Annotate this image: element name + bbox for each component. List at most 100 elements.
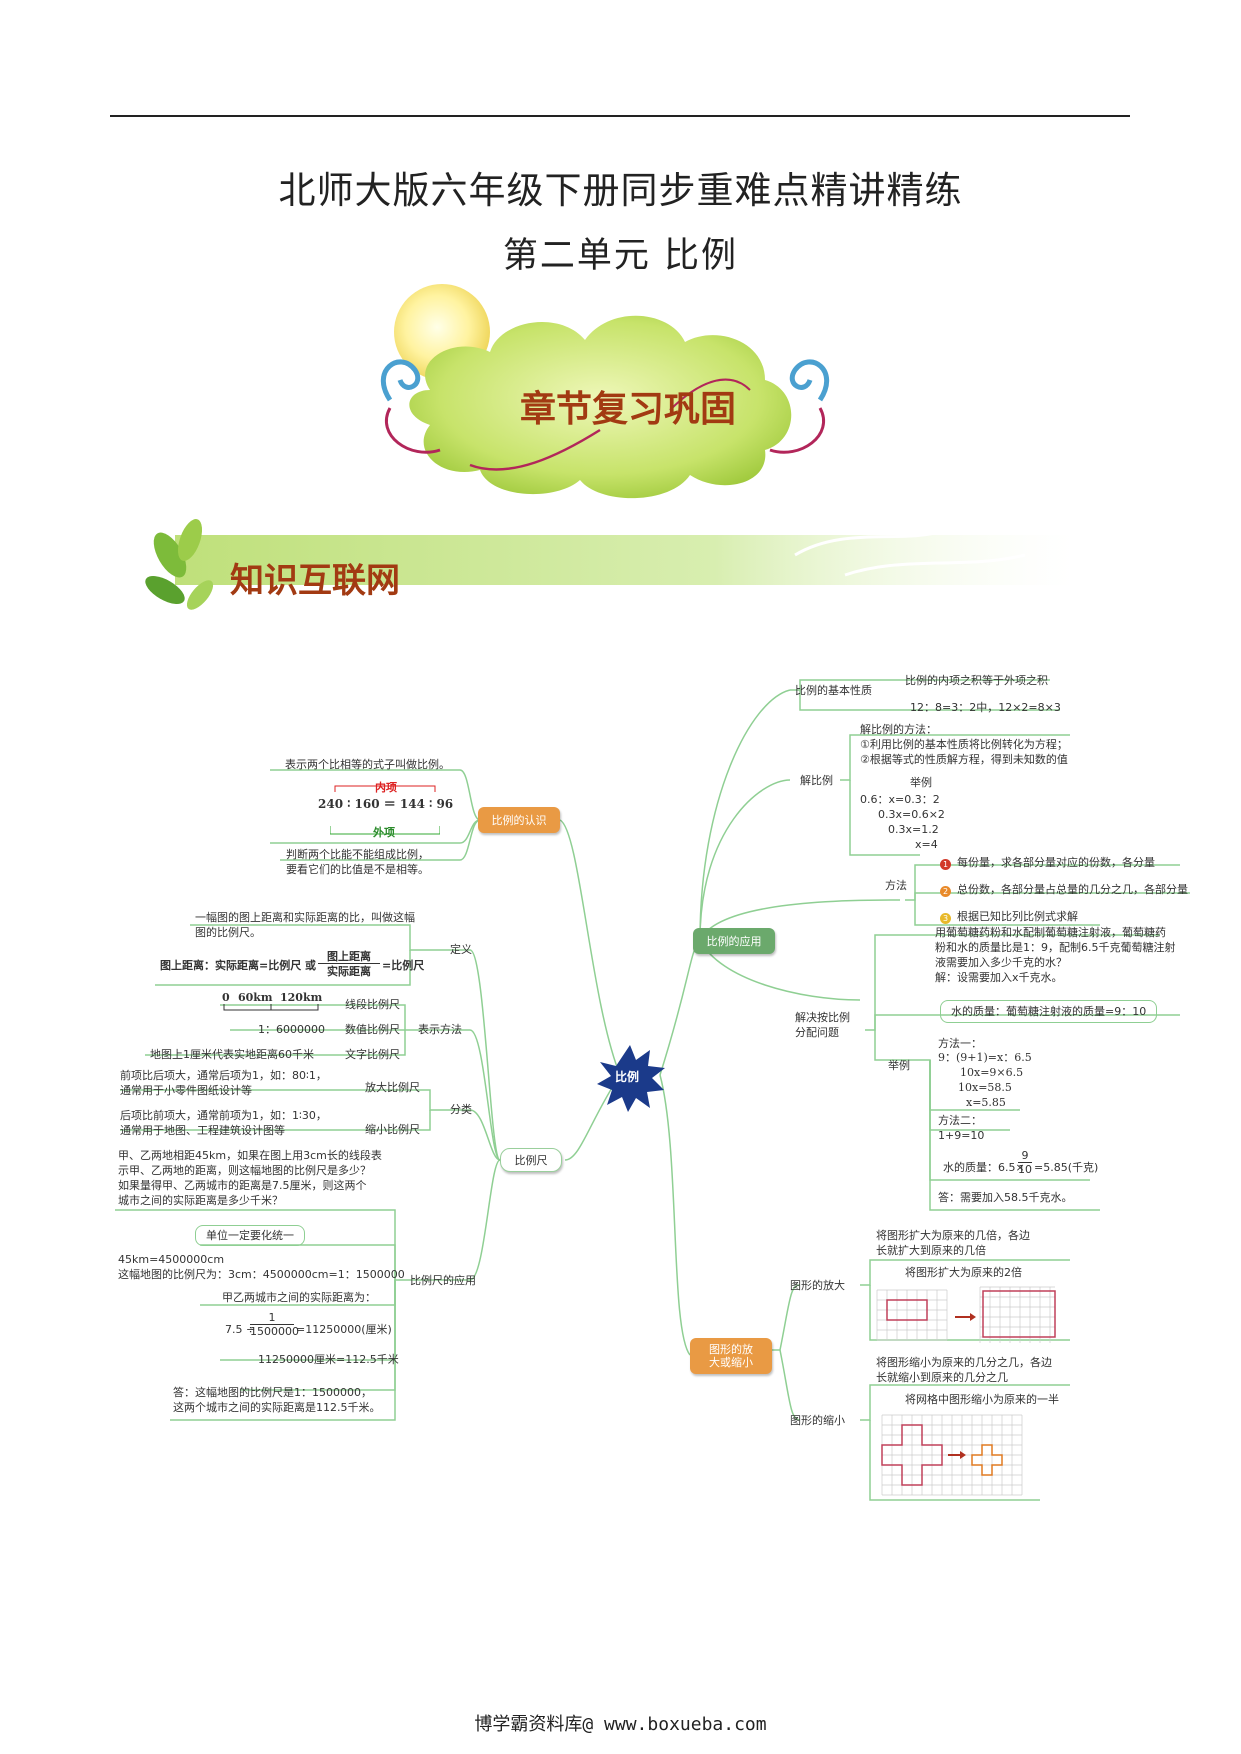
solve-step-3: 0.3x=1.2 bbox=[888, 823, 939, 836]
knowledge-banner bbox=[145, 519, 1075, 610]
reduce-scale-label: 缩小比例尺 bbox=[365, 1123, 420, 1136]
solve-step-1: 0.6：x=0.3：2 bbox=[860, 793, 940, 806]
solve-example-title: 举例 bbox=[910, 776, 932, 789]
solve-method-title: 解比例的方法： bbox=[860, 723, 937, 736]
application-answer: 答：需要加入58.5千克水。 bbox=[938, 1191, 1073, 1204]
method-1-icon: 1 bbox=[940, 856, 951, 871]
knowledge-banner-title: 知识互联网 bbox=[230, 561, 400, 601]
enlarge-line-2: 长就扩大到原来的几倍 bbox=[876, 1244, 986, 1257]
water-mass-num: 9 bbox=[1018, 1150, 1032, 1163]
scale-solution-4-left: 7.5 ÷ bbox=[225, 1323, 256, 1336]
unit-note-callout: 单位一定要化统一 bbox=[195, 1225, 305, 1246]
method-2-text: 总份数，各部分量占总量的几分之几，各部分量 bbox=[957, 883, 1188, 896]
node-scale-application[interactable]: 比例尺的应用 bbox=[410, 1274, 476, 1287]
problem-line-3: 液需要加入多少千克的水？ bbox=[935, 956, 1067, 969]
solve-step-2: 0.3x=0.6×2 bbox=[878, 808, 945, 821]
method-3-text: 根据已知比列比例式求解 bbox=[957, 910, 1078, 923]
enlarge-grid-figure bbox=[876, 1286, 1056, 1343]
scale-question-3: 如果量得甲、乙两城市的距离是7.5厘米，则这两个 bbox=[118, 1179, 367, 1192]
solve-step-4: x=4 bbox=[915, 838, 938, 851]
numeric-scale-label: 数值比例尺 bbox=[345, 1023, 400, 1036]
recognition-definition: 表示两个比相等的式子叫做比例。 bbox=[285, 758, 450, 771]
inner-term-label: 内项 bbox=[375, 781, 397, 794]
water-mass-den: 10 bbox=[1018, 1163, 1032, 1176]
scale-question-1: 甲、乙两地相距45km，如果在图上用3cm长的线段表 bbox=[118, 1149, 382, 1162]
line-scale-bar bbox=[223, 1004, 319, 1011]
scale-answer-2: 这两个城市之间的实际距离是112.5千米。 bbox=[173, 1401, 381, 1414]
method-two-title: 方法二： bbox=[938, 1114, 982, 1127]
line-scale-tick-1: 60km bbox=[238, 991, 273, 1004]
enlarge-scale-line-1: 前项比后项大，通常后项为1，如：80∶1， bbox=[120, 1069, 327, 1082]
node-definition[interactable]: 定义 bbox=[450, 943, 472, 956]
scale-question-2: 示甲、乙两地的距离，则这幅地图的比例尺是多少？ bbox=[118, 1164, 371, 1177]
scale-def-line-1: 一幅图的图上距离和实际距离的比，叫做这幅 bbox=[195, 911, 415, 924]
reduce-caption: 将网格中图形缩小为原来的一半 bbox=[905, 1393, 1059, 1406]
footer: 博学霸资料库@ www.boxueba.com bbox=[474, 1714, 767, 1735]
scale-answer-1: 答：这幅地图的比例尺是1：1500000， bbox=[173, 1386, 372, 1399]
enlarge-scale-line-2: 通常用于小零件图纸设计等 bbox=[120, 1084, 252, 1097]
node-methods[interactable]: 方法 bbox=[885, 879, 907, 892]
page-subtitle: 第二单元 比例 bbox=[502, 236, 739, 276]
m1-step-2: 10x=9×6.5 bbox=[960, 1066, 1024, 1079]
water-mass-left: 水的质量：6.5× bbox=[943, 1161, 1025, 1174]
judge-line-1: 判断两个比能不能组成比例， bbox=[286, 848, 429, 861]
node-transform[interactable]: 图形的放 大或缩小 bbox=[690, 1338, 772, 1374]
numeric-scale-value: 1：6000000 bbox=[258, 1023, 325, 1036]
scale-solution-5: 11250000厘米=112.5千米 bbox=[258, 1353, 399, 1366]
node-solve[interactable]: 解比例 bbox=[800, 774, 833, 787]
m1-step-1: 9：(9+1)=x：6.5 bbox=[938, 1051, 1032, 1064]
node-example[interactable]: 举例 bbox=[888, 1059, 910, 1072]
solve-method-1: ①利用比例的基本性质将比例转化为方程； bbox=[860, 738, 1068, 751]
scale-question-4: 城市之间的实际距离是多少千米？ bbox=[118, 1194, 283, 1207]
scale-solution-3: 甲乙两城市之间的实际距离为： bbox=[222, 1291, 376, 1304]
reduce-line-1: 将图形缩小为原来的几分之几，各边 bbox=[876, 1356, 1052, 1369]
node-scale[interactable]: 比例尺 bbox=[500, 1148, 562, 1172]
reduce-scale-line-1: 后项比前项大，通常前项为1，如：1∶30， bbox=[120, 1109, 327, 1122]
node-representation[interactable]: 表示方法 bbox=[418, 1023, 462, 1036]
node-classification[interactable]: 分类 bbox=[450, 1103, 472, 1116]
node-recognition[interactable]: 比例的认识 bbox=[478, 807, 560, 833]
m2-line: 1+9=10 bbox=[938, 1129, 985, 1142]
node-problem-1[interactable]: 解决按比例 bbox=[795, 1011, 850, 1024]
method-one-title: 方法一： bbox=[938, 1037, 982, 1050]
scale-formula-left: 图上距离：实际距离=比例尺 或 bbox=[160, 959, 317, 972]
node-application[interactable]: 比例的应用 bbox=[693, 928, 775, 954]
basic-property-example: 12：8=3：2中，12×2=8×3 bbox=[910, 701, 1061, 714]
text-scale-value: 地图上1厘米代表实地距离60千米 bbox=[150, 1048, 314, 1061]
enlarge-line-1: 将图形扩大为原来的几倍，各边 bbox=[876, 1229, 1030, 1242]
line-scale-tick-0: 0 bbox=[222, 991, 230, 1004]
solve-method-2: ②根据等式的性质解方程，得到未知数的值 bbox=[860, 753, 1068, 766]
node-problem-2[interactable]: 分配问题 bbox=[795, 1026, 839, 1039]
center-node[interactable]: 比例 bbox=[615, 1070, 640, 1084]
scale-solution-4-den: 1500000 bbox=[250, 1325, 299, 1338]
cloud-icon bbox=[409, 315, 792, 499]
scale-solution-4-num: 1 bbox=[250, 1312, 294, 1325]
node-reduce[interactable]: 图形的缩小 bbox=[790, 1414, 845, 1427]
review-banner bbox=[380, 284, 830, 499]
problem-line-2: 粉和水的质量比是1：9，配制6.5千克葡萄糖注射 bbox=[935, 941, 1176, 954]
water-mass-right: =5.85(千克) bbox=[1034, 1161, 1099, 1174]
method-2-icon: 2 bbox=[940, 883, 951, 898]
scale-formula-right: =比例尺 bbox=[382, 959, 425, 972]
scale-frac-den: 实际距离 bbox=[327, 965, 371, 978]
water-ratio-callout: 水的质量：葡萄糖注射液的质量=9：10 bbox=[940, 1000, 1158, 1023]
scale-solution-4-right: =11250000(厘米) bbox=[296, 1323, 392, 1336]
node-basic-property[interactable]: 比例的基本性质 bbox=[795, 684, 872, 697]
line-scale-tick-2: 120km bbox=[280, 991, 323, 1004]
reduce-line-2: 长就缩小到原来的几分之几 bbox=[876, 1371, 1008, 1384]
term-bracket bbox=[330, 785, 440, 835]
m1-step-4: x=5.85 bbox=[966, 1096, 1006, 1109]
text-scale-label: 文字比例尺 bbox=[345, 1048, 400, 1061]
node-transform-line-2: 大或缩小 bbox=[709, 1356, 753, 1369]
scale-solution-2: 这幅地图的比例尺为：3cm：4500000cm=1：1500000 bbox=[118, 1268, 405, 1281]
page-title: 北师大版六年级下册同步重难点精讲精练 bbox=[278, 169, 963, 212]
outer-term-label: 外项 bbox=[373, 826, 395, 839]
basic-property-text: 比例的内项之积等于外项之积 bbox=[905, 674, 1048, 687]
node-enlarge[interactable]: 图形的放大 bbox=[790, 1279, 845, 1292]
enlarge-scale-label: 放大比例尺 bbox=[365, 1081, 420, 1094]
judge-line-2: 要看它们的比值是不是相等。 bbox=[286, 863, 429, 876]
reduce-scale-line-2: 通常用于地图、工程建筑设计图等 bbox=[120, 1124, 285, 1137]
node-transform-line-1: 图形的放 bbox=[709, 1343, 753, 1356]
enlarge-caption: 将图形扩大为原来的2倍 bbox=[905, 1266, 1022, 1279]
